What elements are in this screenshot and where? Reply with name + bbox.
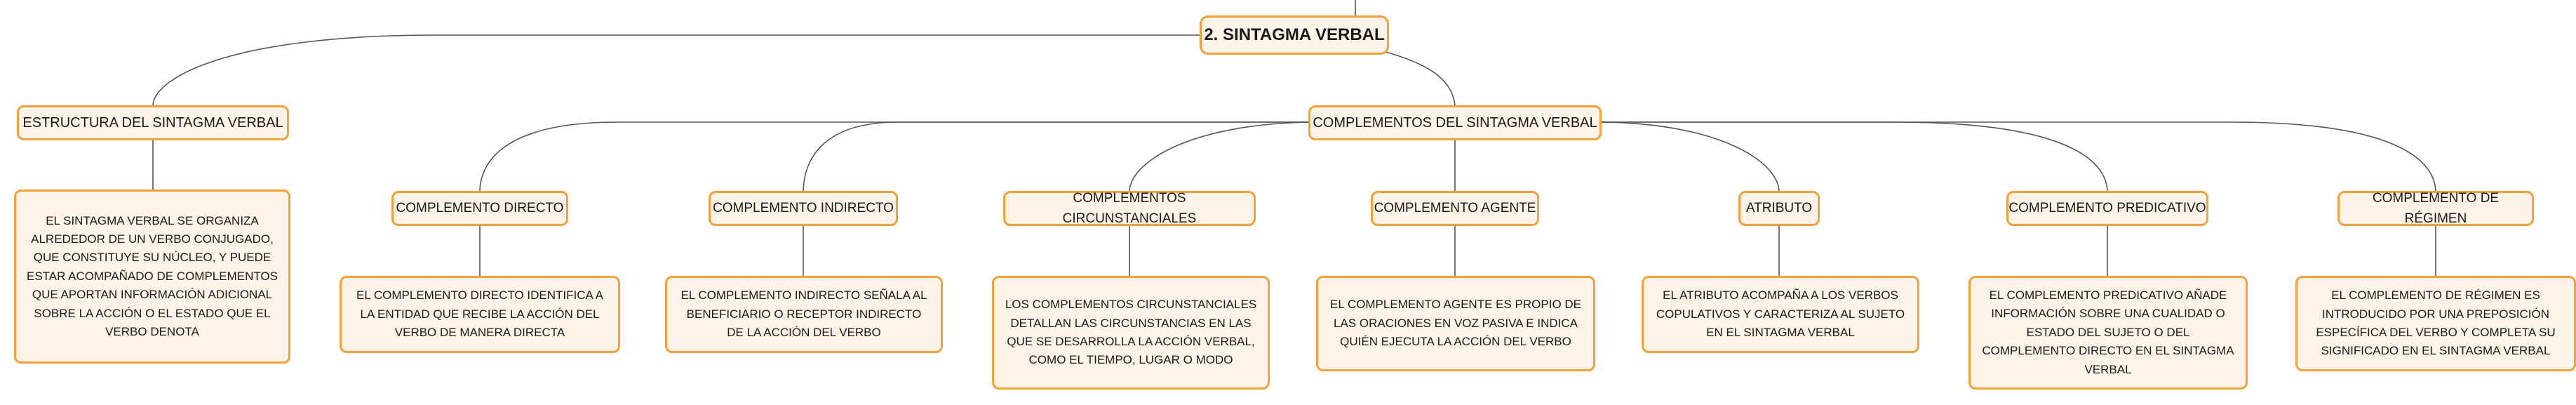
root-node[interactable]: 2. SINTAGMA VERBAL bbox=[1200, 15, 1389, 55]
node-complemento-regimen[interactable]: COMPLEMENTO DE RÉGIMEN bbox=[2337, 191, 2534, 226]
node-complemento-indirecto[interactable]: COMPLEMENTO INDIRECTO bbox=[709, 191, 898, 226]
connector-comp-atributo bbox=[1595, 121, 1780, 192]
connector-root-estructura bbox=[152, 34, 1200, 106]
node-complementos[interactable]: COMPLEMENTOS DEL SINTAGMA VERBAL bbox=[1308, 105, 1602, 140]
connector-comp-circ bbox=[1129, 121, 1320, 192]
desc-atributo[interactable]: EL ATRIBUTO ACOMPAÑA A LOS VERBOS COPULA… bbox=[1642, 276, 1919, 353]
connector-comp-regimen bbox=[1596, 121, 2436, 192]
desc-complementos-circunstanciales[interactable]: LOS COMPLEMENTOS CIRCUNSTANCIALES DETALL… bbox=[992, 276, 1270, 390]
node-complementos-circunstanciales[interactable]: COMPLEMENTOS CIRCUNSTANCIALES bbox=[1003, 191, 1256, 226]
desc-estructura[interactable]: EL SINTAGMA VERBAL SE ORGANIZA ALREDEDOR… bbox=[14, 190, 290, 364]
desc-complemento-agente[interactable]: EL COMPLEMENTO AGENTE ES PROPIO DE LAS O… bbox=[1316, 276, 1595, 371]
connector-comp-predicativo bbox=[1596, 121, 2108, 192]
connector-comp-indirecto bbox=[803, 121, 1308, 192]
connector-comp-directo bbox=[479, 121, 1308, 192]
node-complemento-predicativo[interactable]: COMPLEMENTO PREDICATIVO bbox=[2006, 191, 2208, 226]
node-atributo[interactable]: ATRIBUTO bbox=[1738, 191, 1820, 226]
desc-complemento-directo[interactable]: EL COMPLEMENTO DIRECTO IDENTIFICA A LA E… bbox=[340, 276, 620, 353]
connector-root-complementos bbox=[1385, 51, 1456, 106]
desc-complemento-predicativo[interactable]: EL COMPLEMENTO PREDICATIVO AÑADE INFORMA… bbox=[1968, 276, 2248, 390]
node-complemento-directo[interactable]: COMPLEMENTO DIRECTO bbox=[391, 191, 568, 226]
desc-complemento-indirecto[interactable]: EL COMPLEMENTO INDIRECTO SEÑALA AL BENEF… bbox=[665, 276, 943, 353]
node-complemento-agente[interactable]: COMPLEMENTO AGENTE bbox=[1371, 191, 1539, 226]
node-estructura[interactable]: ESTRUCTURA DEL SINTAGMA VERBAL bbox=[17, 105, 289, 140]
desc-complemento-regimen[interactable]: EL COMPLEMENTO DE RÉGIMEN ES INTRODUCIDO… bbox=[2295, 276, 2576, 371]
